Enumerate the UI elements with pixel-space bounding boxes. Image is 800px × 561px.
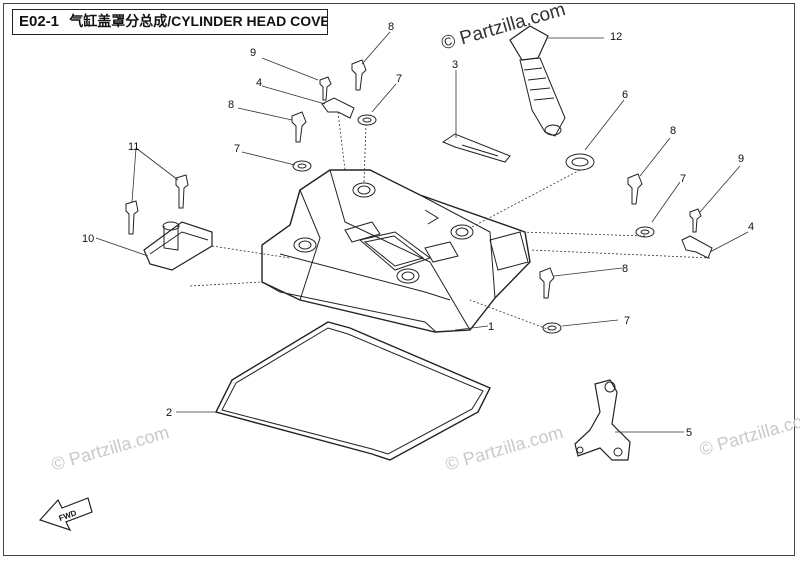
clamp-part [441,133,511,163]
callout-8-left: 8 [228,99,234,111]
callout-9-left: 9 [250,47,256,59]
callout-8-bottom: 8 [622,263,628,275]
grommet-part [565,153,595,171]
breather-cover-part [143,221,213,271]
callout-7-bottom: 7 [624,315,630,327]
bracket-part-left [321,97,355,119]
diagram-code: E02-1 [19,13,60,30]
callout-12: 12 [610,31,622,43]
callout-6: 6 [622,89,628,101]
callout-2: 2 [166,407,172,419]
callout-4-left: 4 [256,77,262,89]
bolt-parts [125,59,702,299]
callout-10: 10 [82,233,94,245]
callout-7-right: 7 [680,173,686,185]
ignition-coil-part [509,25,566,137]
callout-3: 3 [452,59,458,71]
bracket-part-right [681,235,713,259]
diagram-title-box: E02-1 气缸盖罩分总成/CYLINDER HEAD COVER [12,9,328,35]
washer-parts [292,114,655,334]
callout-1: 1 [488,321,494,333]
gasket-part [214,321,491,461]
cylinder-head-cover-part [261,169,531,333]
callout-8-right: 8 [670,125,676,137]
hanger-bracket-part [574,379,631,461]
drawing-frame [3,3,795,556]
callout-7-left: 7 [234,143,240,155]
callout-5: 5 [686,427,692,439]
callout-9-right: 9 [738,153,744,165]
callout-11: 11 [128,141,139,153]
callout-4-right: 4 [748,221,754,233]
callout-8-top: 8 [388,21,394,33]
callout-7-top: 7 [396,73,402,85]
diagram-title: 气缸盖罩分总成/CYLINDER HEAD COVER [69,13,328,29]
fwd-arrow-icon [38,497,93,532]
